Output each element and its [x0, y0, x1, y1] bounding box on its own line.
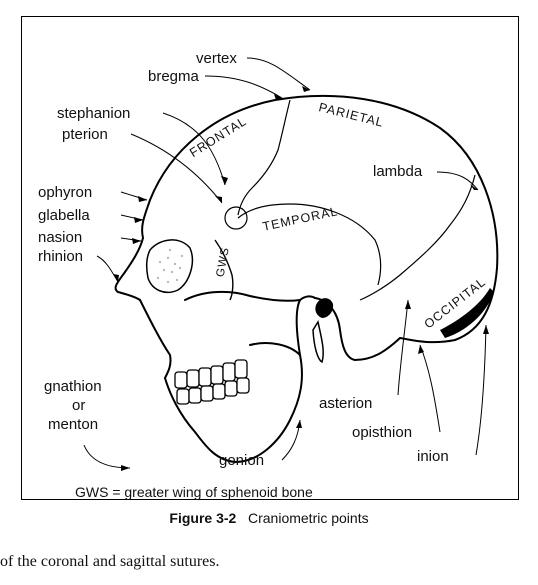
- lambdoid-suture: [359, 174, 476, 301]
- asterion-leader: [397, 299, 409, 396]
- teeth: [174, 359, 250, 405]
- legend-gws: GWS = greater wing of sphenoid bone: [75, 484, 313, 500]
- orbit: [145, 239, 194, 294]
- bregma-leader: [204, 75, 283, 99]
- inion-mark: [440, 288, 494, 338]
- ear-opening: [315, 298, 334, 318]
- label-bregma: bregma: [148, 68, 199, 85]
- rhinion-leader: [96, 255, 119, 283]
- label-lambda: lambda: [373, 163, 423, 180]
- stephanion-leader: [162, 112, 226, 186]
- figure-caption: Figure 3-2 Craniometric points: [0, 510, 538, 526]
- label-rhinion: rhinion: [38, 248, 84, 265]
- opisthion-leader: [419, 344, 441, 433]
- body-text-fragment: of the coronal and sagittal sutures.: [0, 553, 220, 570]
- pterion-leader: [130, 133, 223, 204]
- coronal-suture: [237, 99, 291, 216]
- pterion-circle: [224, 206, 248, 230]
- figure-number: Figure 3-2: [169, 510, 237, 526]
- gnathion-leader: [83, 444, 131, 469]
- face-profile: [114, 199, 151, 301]
- label-opisthion: opisthion: [352, 424, 413, 441]
- figure-frame: [21, 16, 519, 500]
- lambda-leader: [436, 171, 479, 191]
- label-gnathion-or: or: [72, 397, 86, 414]
- label-glabella: glabella: [38, 207, 90, 224]
- inion-leader: [475, 324, 487, 456]
- label-nasion: nasion: [38, 229, 83, 246]
- label-gonion: gonion: [219, 452, 265, 469]
- maxilla: [139, 299, 172, 379]
- mastoid-process: [312, 320, 324, 364]
- sphenoid-suture: [214, 239, 234, 301]
- orbit-shading: [156, 248, 184, 284]
- label-inion: inion: [417, 448, 449, 465]
- zygomatic-arch: [184, 290, 301, 302]
- label-asterion: asterion: [319, 395, 373, 412]
- label-stephanion: stephanion: [57, 105, 131, 122]
- label-ophyron: ophyron: [38, 184, 93, 201]
- label-pterion: pterion: [62, 126, 108, 143]
- vertex-leader: [246, 57, 311, 91]
- figure-title: Craniometric points: [247, 510, 369, 526]
- label-vertex: vertex: [196, 50, 237, 67]
- cranium-outline: [149, 94, 499, 344]
- label-gnathion: gnathion: [44, 378, 102, 395]
- squamosal-suture: [237, 203, 382, 286]
- label-menton: menton: [48, 416, 99, 433]
- ramus-inner: [249, 342, 301, 356]
